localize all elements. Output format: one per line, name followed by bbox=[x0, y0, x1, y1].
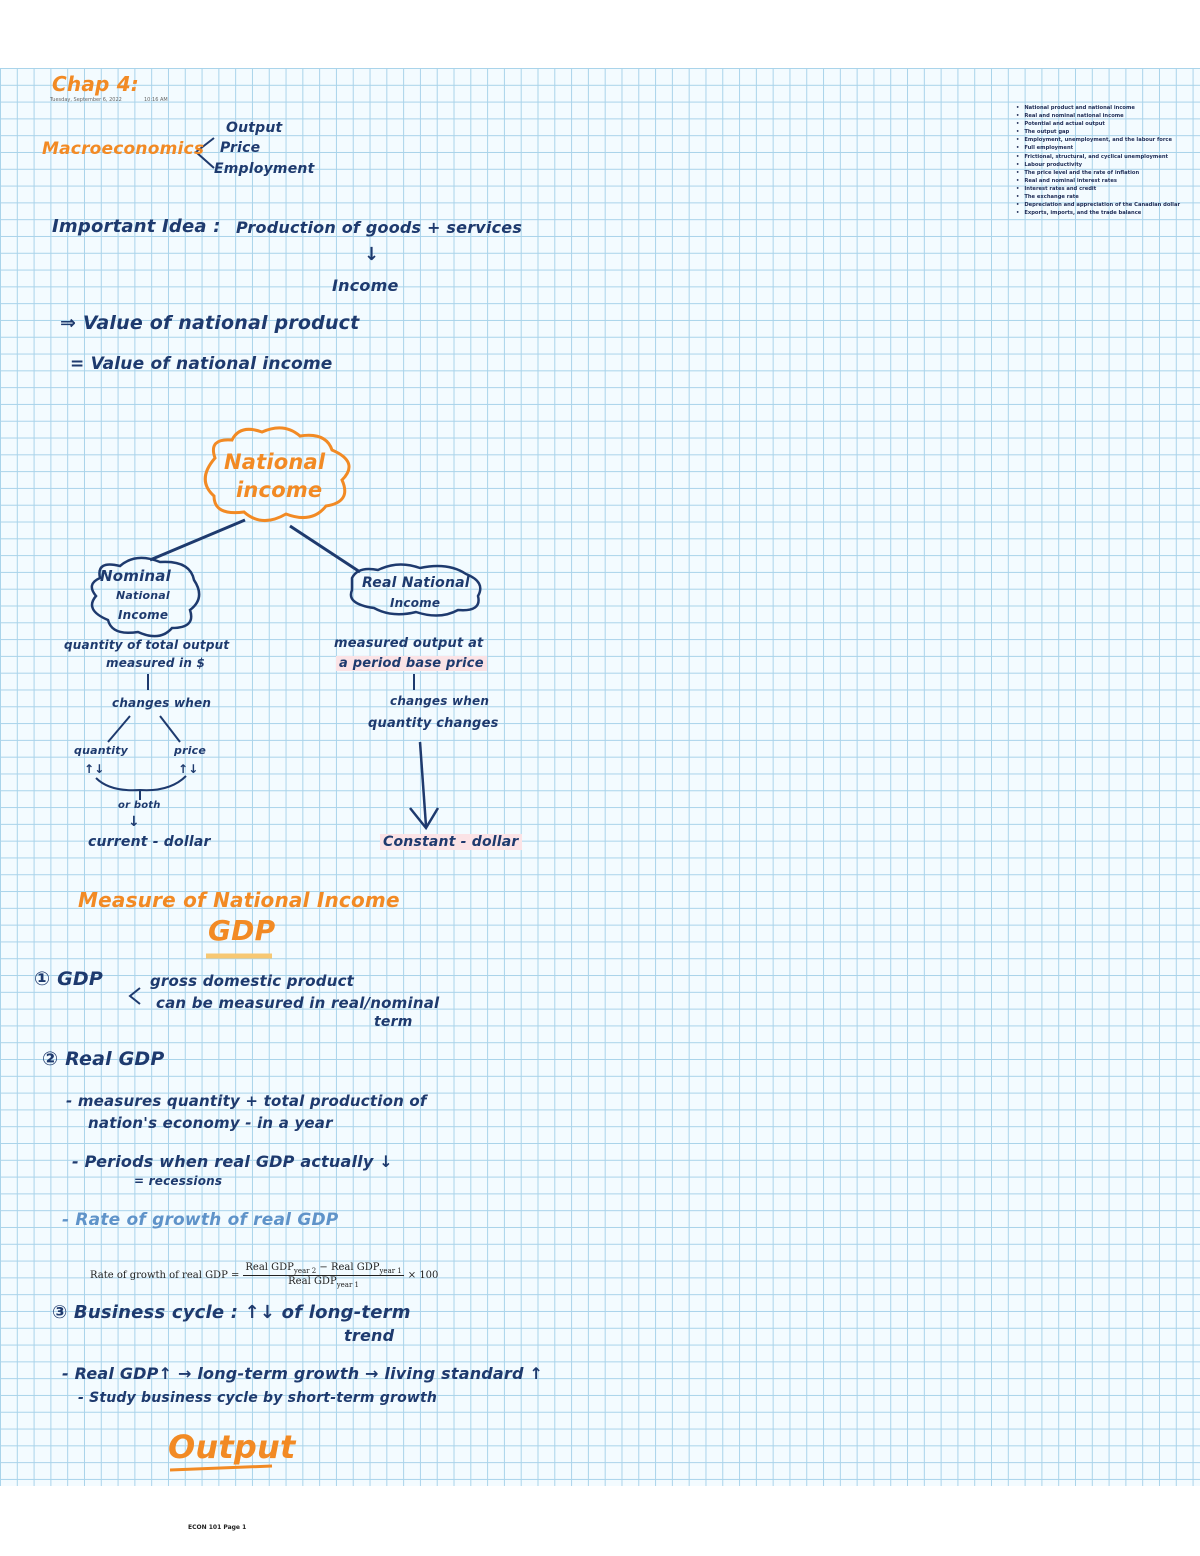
nominal-title-3: Income bbox=[118, 608, 169, 622]
idea-line-1: ⇒ Value of national product bbox=[60, 312, 360, 334]
nominal-price: price bbox=[174, 744, 207, 757]
nominal-desc-2: measured in $ bbox=[106, 656, 206, 670]
formula-denominator: Real GDPyear 1 bbox=[288, 1276, 359, 1289]
idea-arrow: ↓ bbox=[364, 244, 380, 265]
page-title: Chap 4: bbox=[52, 72, 140, 96]
real-desc-1: measured output at bbox=[334, 636, 484, 651]
topic-item: Employment, unemployment, and the labour… bbox=[1016, 136, 1198, 144]
idea-line-2: = Value of national income bbox=[70, 354, 333, 374]
note-time: 10:16 AM bbox=[144, 97, 168, 103]
topic-item: Labour productivity bbox=[1016, 161, 1198, 169]
section2-title: ② Real GDP bbox=[42, 1048, 165, 1070]
real-title-1: Real National bbox=[362, 575, 470, 591]
real-result: Constant - dollar bbox=[380, 834, 522, 850]
nominal-arrow: ↓ bbox=[128, 814, 140, 830]
section2-bullet3: - Rate of growth of real GDP bbox=[62, 1210, 339, 1230]
real-changes-2: quantity changes bbox=[368, 716, 499, 731]
page-footer: ECON 101 Page 1 bbox=[188, 1524, 247, 1531]
section3-title: ③ Business cycle : ↑↓ of long-term bbox=[52, 1302, 411, 1323]
formula-lhs: Rate of growth of real GDP = bbox=[90, 1270, 240, 1281]
topic-item: Real and nominal interest rates bbox=[1016, 177, 1198, 185]
section2-bullet2-line2: = recessions bbox=[134, 1174, 223, 1188]
topic-item: Potential and actual output bbox=[1016, 120, 1198, 128]
idea-text: Production of goods + services bbox=[236, 218, 523, 237]
section1-note-1: gross domestic product bbox=[150, 972, 355, 990]
topic-item: Exports, imports, and the trade balance bbox=[1016, 209, 1198, 217]
real-title-2: Income bbox=[390, 596, 441, 610]
topic-item: Depreciation and appreciation of the Can… bbox=[1016, 201, 1198, 209]
section2-bullet1-line1: - measures quantity + total production o… bbox=[66, 1092, 427, 1110]
idea-result: Income bbox=[332, 276, 399, 295]
measure-gdp: GDP bbox=[208, 914, 276, 947]
section3-bullet2: - Study business cycle by short-term gro… bbox=[78, 1390, 438, 1406]
macro-label: Macroeconomics bbox=[42, 139, 205, 159]
nominal-title-1: Nominal bbox=[100, 567, 171, 585]
nominal-title-2: National bbox=[116, 589, 170, 602]
section2-bullet2-line1: - Periods when real GDP actually ↓ bbox=[72, 1152, 393, 1171]
macro-branch-employment: Employment bbox=[214, 161, 315, 177]
section1-title: ① GDP bbox=[34, 968, 103, 990]
formula-rhs: × 100 bbox=[407, 1270, 439, 1281]
topic-item: Frictional, structural, and cyclical une… bbox=[1016, 153, 1198, 161]
output-heading: Output bbox=[168, 1428, 296, 1466]
tree-root-line1: National bbox=[224, 450, 326, 474]
nominal-quantity: quantity bbox=[74, 744, 129, 757]
nominal-changes: changes when bbox=[112, 696, 212, 710]
section3-bullet1: - Real GDP↑ → long-term growth → living … bbox=[62, 1364, 544, 1383]
nominal-or-both: or both bbox=[118, 800, 161, 811]
section3-title-2: trend bbox=[344, 1326, 395, 1345]
topic-item: Interest rates and credit bbox=[1016, 185, 1198, 193]
macro-branch-output: Output bbox=[226, 120, 283, 136]
nominal-price-sign: ↑↓ bbox=[178, 762, 199, 776]
nominal-result: current - dollar bbox=[88, 834, 211, 850]
topic-item: Real and nominal national income bbox=[1016, 112, 1198, 120]
real-desc-2: a period base price bbox=[336, 656, 487, 671]
formula-num-term2: − Real GDP bbox=[316, 1262, 380, 1273]
formula-den-sub: year 1 bbox=[336, 1281, 359, 1289]
topic-item: The exchange rate bbox=[1016, 193, 1198, 201]
chapter-topics-list: National product and national income Rea… bbox=[1016, 104, 1198, 217]
formula-num-term1: Real GDP bbox=[245, 1262, 294, 1273]
topic-item: The price level and the rate of inflatio… bbox=[1016, 169, 1198, 177]
section2-bullet1-line2: nation's economy - in a year bbox=[88, 1114, 333, 1132]
macro-branch-price: Price bbox=[220, 140, 261, 156]
idea-prefix: Important Idea : bbox=[52, 216, 221, 237]
topic-item: The output gap bbox=[1016, 128, 1198, 136]
real-changes-1: changes when bbox=[390, 694, 490, 708]
topic-item: National product and national income bbox=[1016, 104, 1198, 112]
formula-num-sub1: year 2 bbox=[293, 1267, 317, 1275]
section1-note-3: term bbox=[374, 1014, 413, 1030]
measure-heading: Measure of National Income bbox=[78, 888, 400, 912]
formula-numerator: Real GDPyear 2 − Real GDPyear 1 bbox=[243, 1262, 404, 1276]
nominal-quantity-sign: ↑↓ bbox=[84, 762, 105, 776]
formula-num-sub2: year 1 bbox=[379, 1267, 402, 1275]
nominal-desc-1: quantity of total output bbox=[64, 638, 230, 652]
grid-paper-background bbox=[0, 68, 1200, 1486]
formula-fraction: Real GDPyear 2 − Real GDPyear 1 Real GDP… bbox=[243, 1262, 404, 1289]
growth-formula: Rate of growth of real GDP = Real GDPyea… bbox=[90, 1262, 438, 1289]
topic-item: Full employment bbox=[1016, 144, 1198, 152]
note-date: Tuesday, September 6, 2022 bbox=[50, 97, 122, 103]
section1-note-2: can be measured in real/nominal bbox=[156, 994, 440, 1012]
formula-den-term: Real GDP bbox=[288, 1276, 337, 1287]
tree-root-line2: income bbox=[236, 478, 323, 502]
